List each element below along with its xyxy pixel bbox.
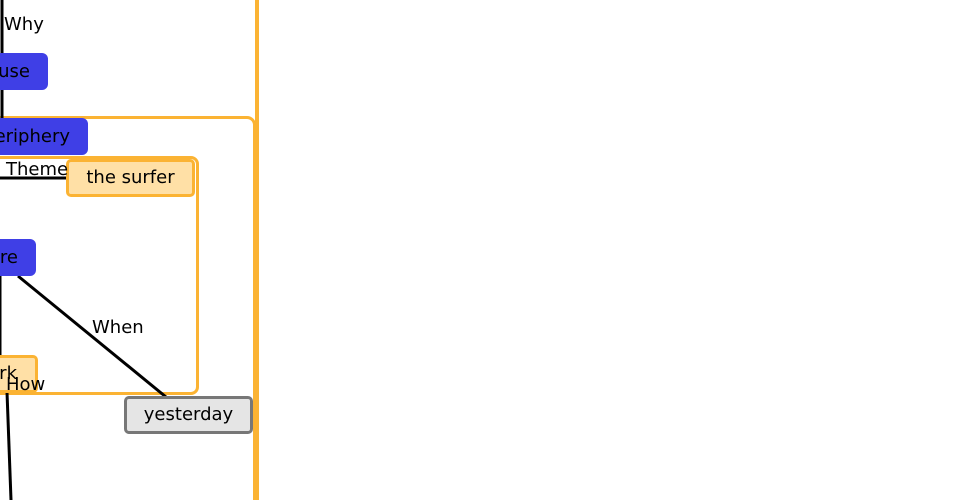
edge-label-theme: Theme (6, 159, 69, 180)
edge-label-why: Why (4, 14, 44, 35)
node-re[interactable]: re (0, 239, 36, 276)
node-the-surfer[interactable]: the surfer (66, 159, 195, 197)
node-yesterday[interactable]: yesterday (124, 396, 253, 434)
edge-label-when: When (92, 317, 144, 338)
periphery-frame (0, 116, 256, 500)
edge-when (17, 274, 167, 399)
outer-frame (0, 0, 259, 500)
node-cause[interactable]: use (0, 53, 48, 90)
edge-how (5, 391, 13, 500)
node-periphery[interactable]: eriphery (0, 118, 88, 155)
node-rk[interactable]: rk (0, 355, 38, 393)
edge-label-how: How (6, 374, 46, 395)
inner-frame (0, 156, 199, 395)
